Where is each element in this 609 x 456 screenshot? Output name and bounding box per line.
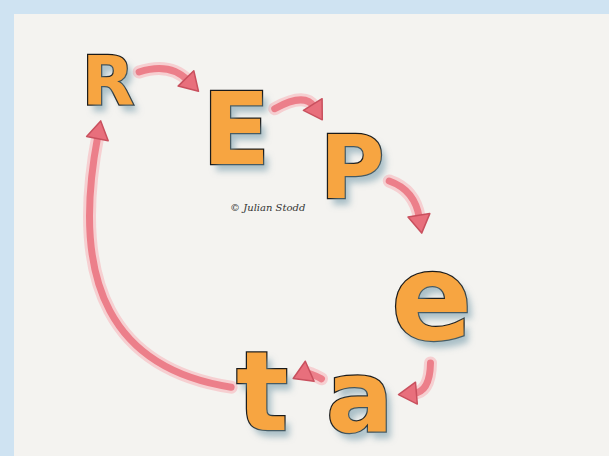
letter-node: e bbox=[391, 238, 472, 358]
arrow-head bbox=[303, 99, 322, 120]
cycle-arrow bbox=[139, 69, 198, 92]
letter-node: E bbox=[202, 80, 270, 180]
letter-node: a bbox=[326, 348, 393, 448]
cycle-letter: P bbox=[320, 124, 385, 212]
arrow-head bbox=[293, 361, 314, 381]
cycle-letter: R bbox=[82, 48, 134, 116]
letter-node: t bbox=[236, 337, 289, 447]
cycle-letter: E bbox=[202, 80, 270, 180]
letter-node: P bbox=[320, 124, 385, 212]
arrow-head bbox=[408, 214, 430, 234]
cycle-arrow bbox=[399, 363, 431, 404]
arrow-shaft bbox=[139, 69, 188, 81]
cycle-arrow bbox=[389, 181, 430, 233]
cycle-letter: e bbox=[391, 238, 472, 358]
arrow-glow bbox=[139, 69, 188, 81]
cycle-arrow bbox=[293, 361, 321, 381]
cycle-letter: a bbox=[326, 348, 393, 448]
copyright-watermark: © Julian Stodd bbox=[230, 202, 305, 213]
arrow-glow bbox=[389, 181, 419, 218]
cycle-letter: t bbox=[236, 337, 289, 447]
letter-node: R bbox=[82, 48, 134, 116]
cycle-arrow bbox=[275, 99, 323, 120]
arrow-head bbox=[178, 71, 198, 92]
arrow-head bbox=[87, 121, 109, 141]
arrow-head bbox=[399, 382, 418, 404]
arrow-shaft bbox=[389, 181, 419, 218]
